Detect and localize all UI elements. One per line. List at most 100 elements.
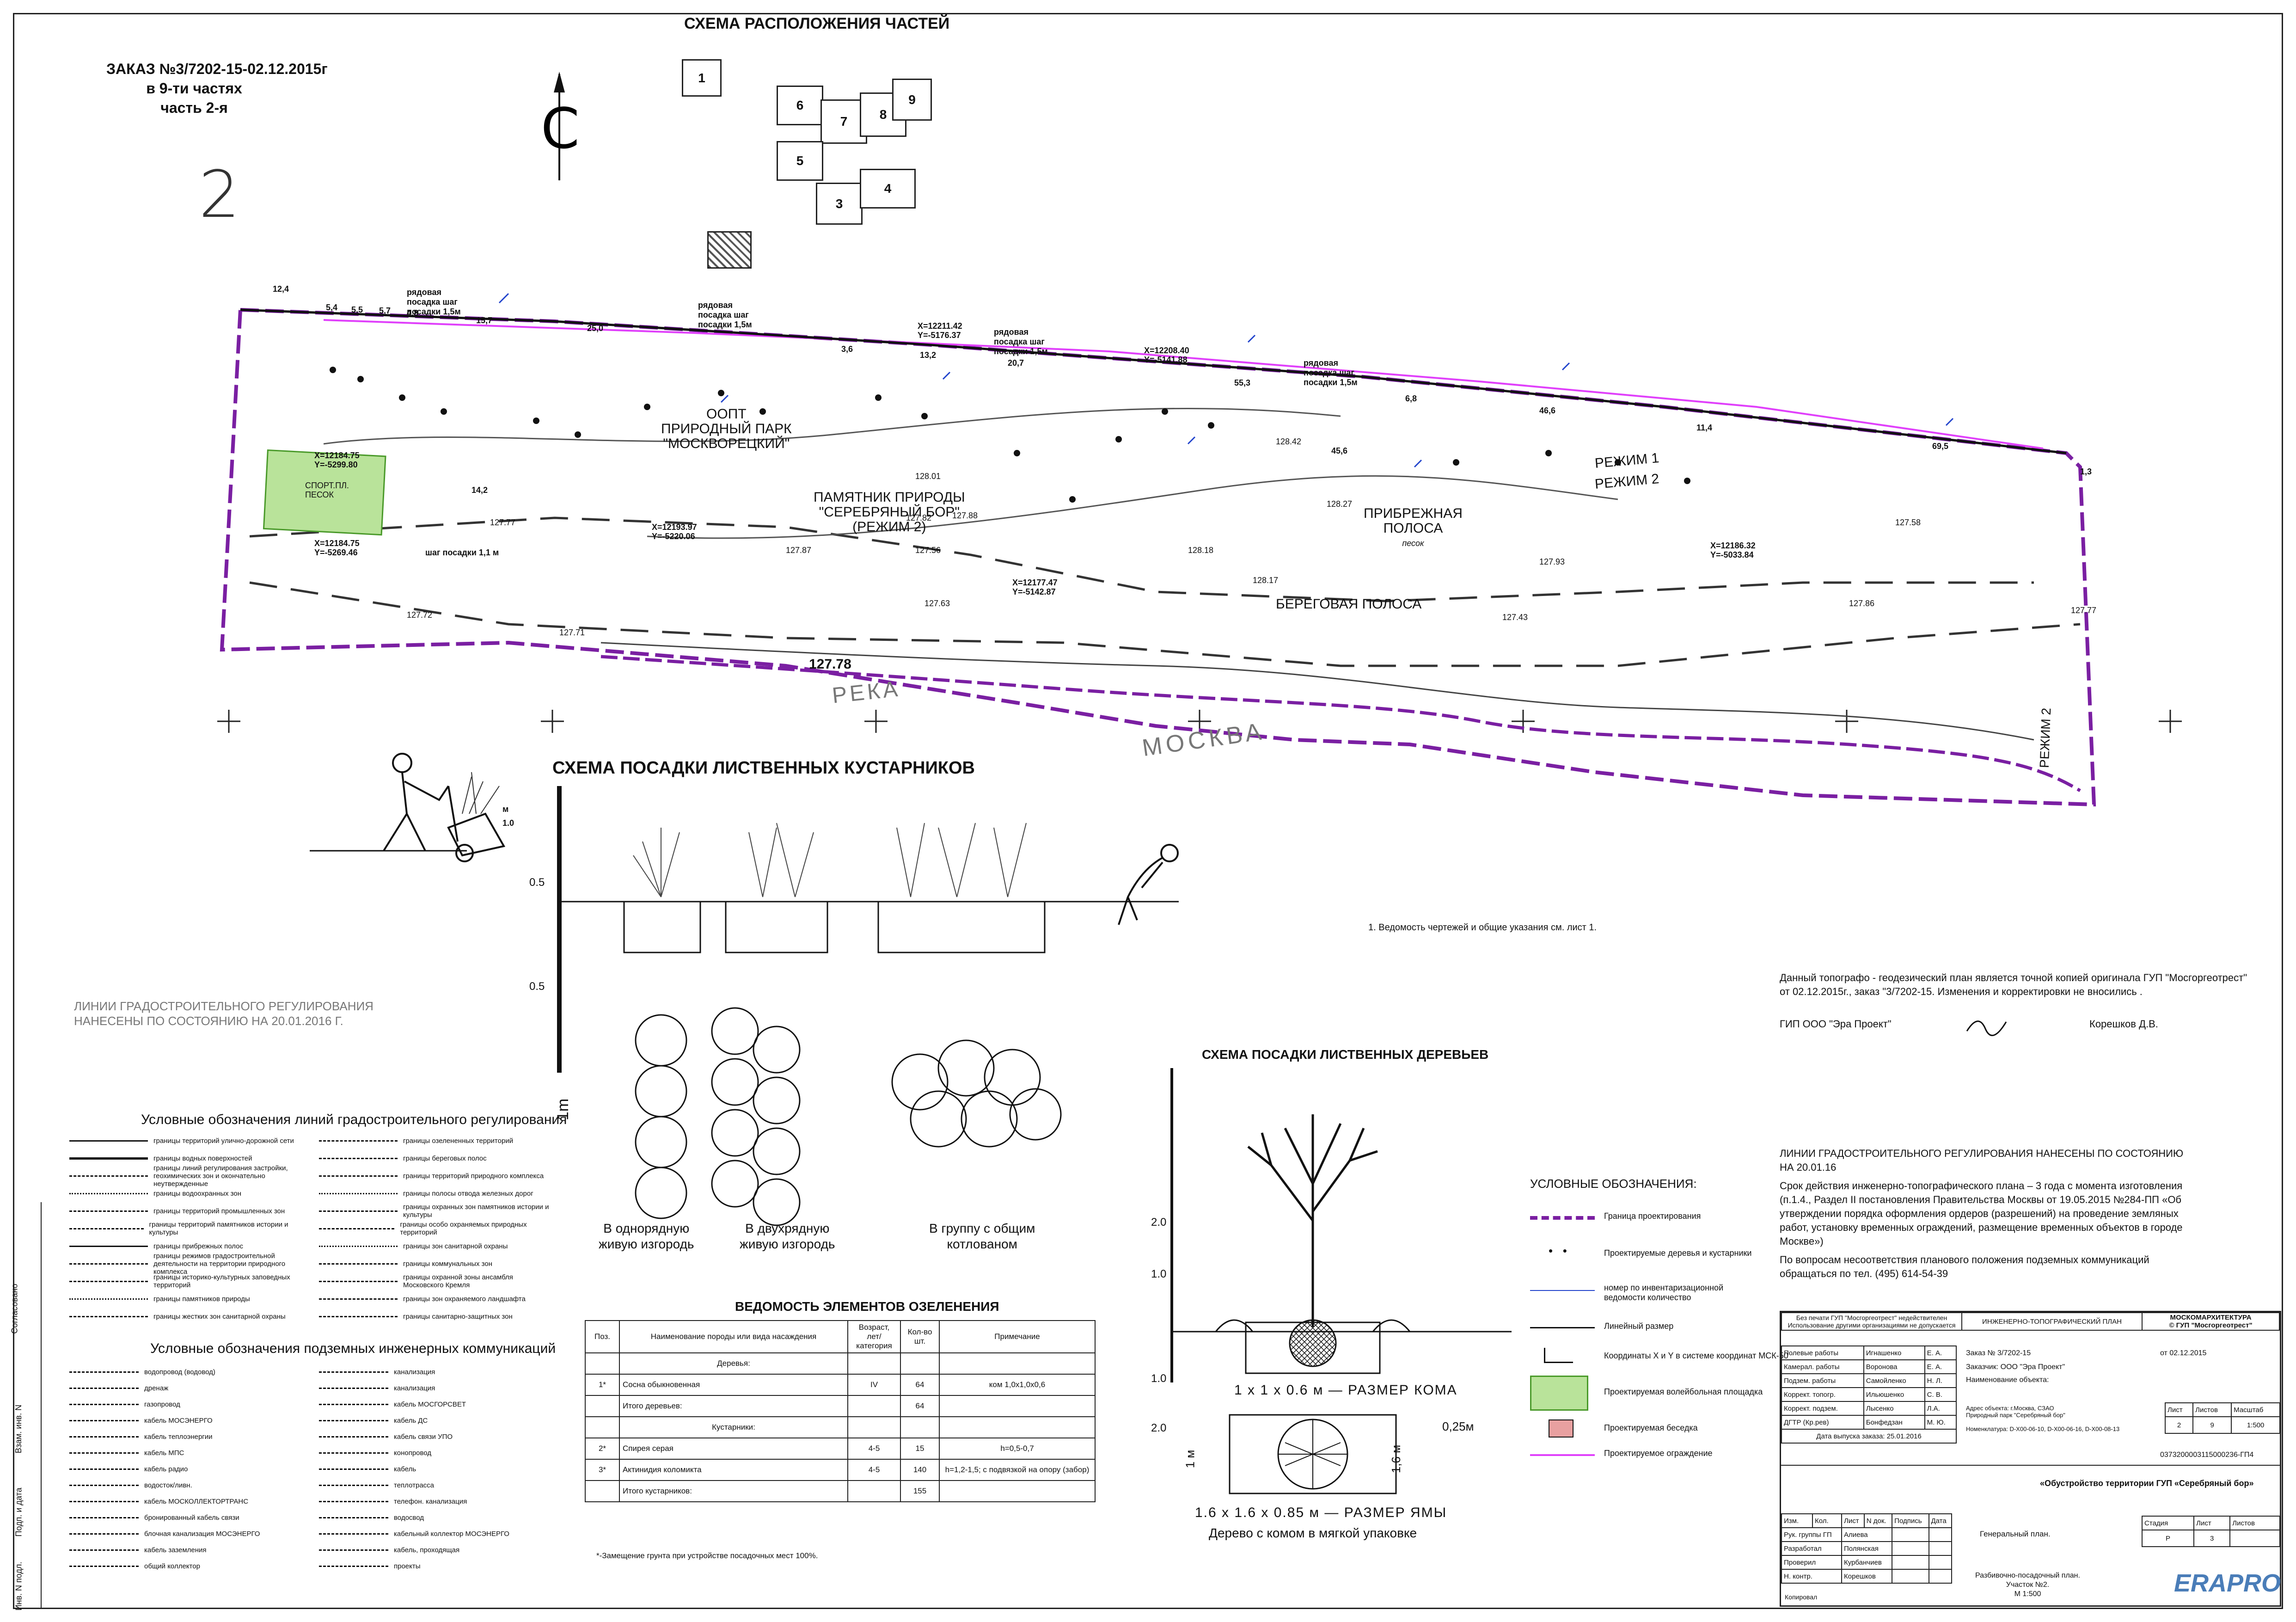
stamp-customer: Заказчик: ООО "Эра Проект" xyxy=(1966,1363,2065,1371)
stamp-address: Адрес объекта: г.Москва, СЗАО Природный … xyxy=(1966,1405,2065,1419)
elevation: 127.71 xyxy=(559,628,585,637)
part-box-5: 5 xyxy=(777,141,823,181)
legend-item: Проектируемая волейбольная площадка xyxy=(1604,1387,1763,1396)
pit-size: 1.6 x 1.6 x 0.85 м — РАЗМЕР ЯМЫ xyxy=(1195,1505,1447,1520)
site-plan xyxy=(217,293,2182,807)
shrub-label-10: 1.0 xyxy=(502,818,514,828)
fence-line xyxy=(323,319,2044,449)
tree-scheme-title: СХЕМА ПОСАДКИ ЛИСТВЕННЫХ ДЕРЕВЬЕВ xyxy=(1202,1047,1489,1062)
order-part: часть 2-я xyxy=(160,99,228,116)
dim-label: 46,6 xyxy=(1539,406,1556,415)
greenery-table-title: ВЕДОМОСТЬ ЭЛЕМЕНТОВ ОЗЕЛЕНЕНИЯ xyxy=(735,1299,999,1314)
stamp-general-plan: Генеральный план. xyxy=(1980,1530,2051,1538)
court-swatch xyxy=(1530,1376,1588,1411)
dim-label: 69,5 xyxy=(1932,442,1949,451)
stamp-plan-type: ИНЖЕНЕРНО-ТОПОГРАФИЧЕСКИЙ ПЛАН xyxy=(1961,1312,2143,1331)
legend-item: Граница проектирования xyxy=(1604,1211,1701,1221)
main-legend: Граница проектирования • • Проектируемые… xyxy=(1530,1202,1788,1470)
river-elevation: 127.78 xyxy=(809,657,851,672)
row-note-1: рядовая посадка шаг посадки 1,5м xyxy=(407,288,461,316)
table-row: Итого деревьев:64 xyxy=(585,1395,1096,1417)
stamp-org: МОСКОМАРХИТЕКТУРА© ГУП "Мосгоргеотрест" xyxy=(2142,1312,2280,1331)
elevation: 127.93 xyxy=(1539,557,1565,566)
regulation-note: ЛИНИИ ГРАДОСТРОИТЕЛЬНОГО РЕГУЛИРОВАНИЯ Н… xyxy=(74,999,373,1028)
elevation: 128.18 xyxy=(1188,546,1214,555)
stamp-copied: Копировал xyxy=(1785,1593,1818,1601)
regime2b-label: РЕЖИМ 2 xyxy=(2037,707,2054,768)
part-box-6: 6 xyxy=(777,86,823,125)
shrub-scheme-drawing xyxy=(310,753,1179,1226)
elevation: 127.82 xyxy=(906,513,932,522)
current-part-marker xyxy=(707,231,752,269)
dim-label: 55,3 xyxy=(1234,378,1251,387)
stamp-sheet-name: Разбивочно-посадочный план.Участок №2.М … xyxy=(1975,1572,2080,1598)
tree-scheme-drawing xyxy=(1170,1068,1512,1494)
layout-scheme-title: СХЕМА РАСПОЛОЖЕНИЯ ЧАСТЕЙ xyxy=(684,15,950,32)
dim-label: 5,7 xyxy=(379,306,391,315)
nature-monument-label: ПАМЯТНИК ПРИРОДЫ "СЕРЕБРЯНЫЙ БОР" (РЕЖИМ… xyxy=(814,490,965,535)
part-box-4: 4 xyxy=(860,169,916,209)
legend-item: Линейный размер xyxy=(1604,1321,1674,1331)
elevation: 128.42 xyxy=(1276,437,1302,446)
table-header: Кол-во шт. xyxy=(900,1320,940,1353)
part-number: 2 xyxy=(199,157,240,233)
elevation: 127.72 xyxy=(407,610,433,620)
legend-item: номер по инвентаризационной ведомости ко… xyxy=(1604,1283,1724,1302)
step-note: шаг посадки 1,1 м xyxy=(425,548,499,557)
table-row: Деревья: xyxy=(585,1352,1096,1375)
legend-regulation: границы территорий улично-дорожной сети … xyxy=(69,1133,559,1336)
elevation: 127.43 xyxy=(1502,613,1528,622)
legend-regulation-title: Условные обозначения линий градостроител… xyxy=(141,1112,567,1127)
dim-label: 5,4 xyxy=(326,303,338,312)
side-label: Инв. N подл. xyxy=(14,1561,24,1611)
boundary-swatch xyxy=(1530,1216,1595,1220)
shrub-label-m: м xyxy=(502,805,509,814)
stamp-order-date: от 02.12.2015 xyxy=(2160,1349,2207,1357)
fence-swatch xyxy=(1530,1454,1595,1456)
order-parts: в 9-ти частях xyxy=(146,80,242,97)
side-label: Взам. инв. N xyxy=(14,1404,24,1454)
stamp-order-no: Заказ № 3/7202-15 xyxy=(1966,1349,2031,1357)
elevation: 128.27 xyxy=(1327,499,1353,509)
table-row: Кустарники: xyxy=(585,1416,1096,1438)
elevation: 127.77 xyxy=(2071,606,2097,615)
stamp-nomenclature: Номенклатура: D-X00-06-10, D-X00-06-16, … xyxy=(1966,1425,2120,1432)
stamp-object: Наименование объекта: xyxy=(1966,1376,2049,1384)
dim-label: 14,2 xyxy=(471,485,488,495)
part-box-1: 1 xyxy=(682,59,722,97)
dim-label: 12,4 xyxy=(273,284,289,294)
signature-icon xyxy=(1966,1020,2007,1036)
elevation: 127.88 xyxy=(952,511,978,520)
stamp-code: 0373200003115000236-ГП4 xyxy=(2160,1451,2254,1459)
elevation: 127.58 xyxy=(1895,518,1921,527)
dim-label: 5,5 xyxy=(351,305,363,314)
main-legend-title: УСЛОВНЫЕ ОБОЗНАЧЕНИЯ: xyxy=(1530,1177,1697,1191)
gip-org: ГИП ООО "Эра Проект" xyxy=(1780,1018,1892,1030)
root-ball-size: 1 x 1 x 0.6 м — РАЗМЕР КОМА xyxy=(1234,1382,1457,1398)
dim-label: 1,3 xyxy=(2080,467,2092,476)
order-number: ЗАКАЗ №3/7202-15-02.12.2015г xyxy=(106,61,328,77)
dim-label: 45,6 xyxy=(1331,446,1348,455)
part-box-9: 9 xyxy=(892,79,932,121)
row-note-4: рядовая посадка шаг посадки 1,5м xyxy=(1304,358,1358,387)
tree-dot-icon: • • xyxy=(1549,1244,1567,1258)
row-note-3: рядовая посадка шаг посадки 1,5м xyxy=(994,327,1048,356)
greenery-table: Поз. Наименование породы или вида насажд… xyxy=(585,1320,1096,1502)
oopt-label: ООПТ ПРИРОДНЫЙ ПАРК "МОСКВОРЕЦКИЙ" xyxy=(661,406,792,451)
north-letter: С xyxy=(541,97,580,161)
